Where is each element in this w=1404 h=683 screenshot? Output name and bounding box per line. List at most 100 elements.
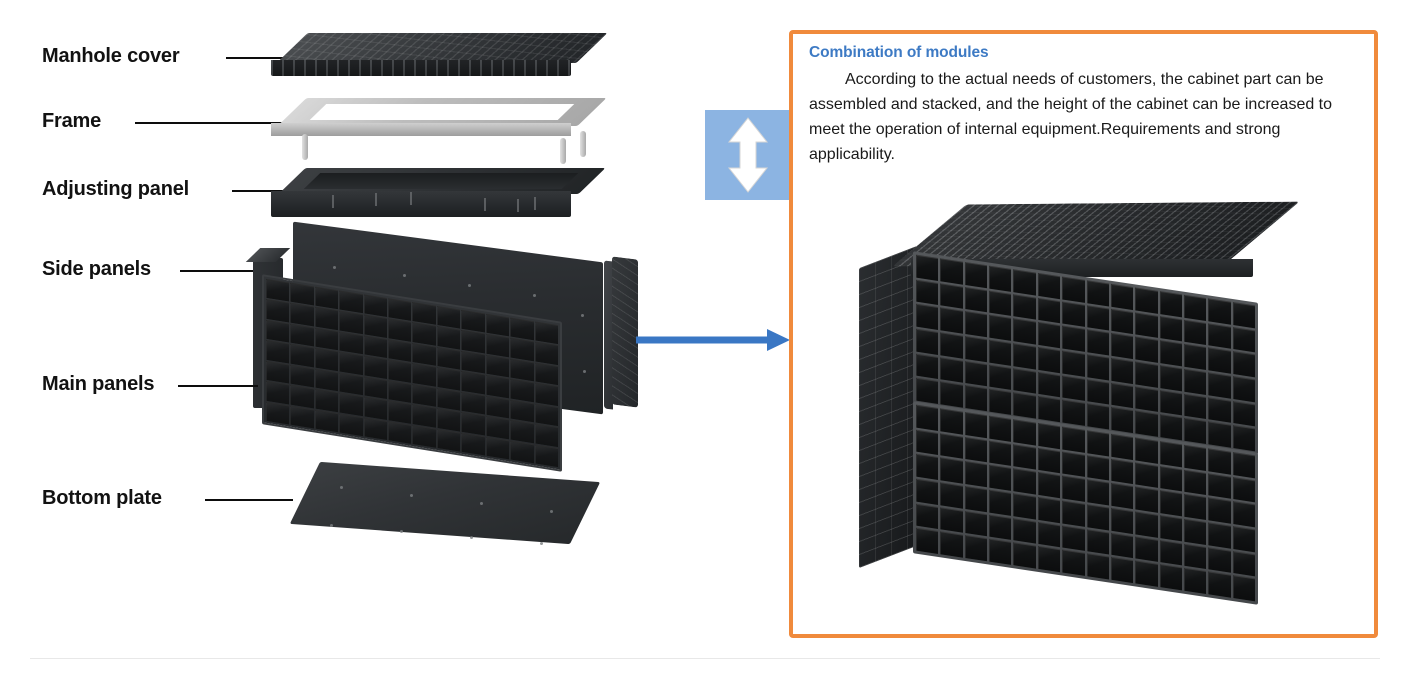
grid-cell	[1086, 280, 1109, 307]
grid-cell	[916, 254, 939, 281]
grid-cell	[1159, 291, 1182, 318]
grid-cell	[1183, 368, 1207, 395]
grid-cell	[1037, 297, 1061, 324]
grid-cell	[1183, 344, 1207, 371]
grid-cell	[1135, 386, 1158, 413]
grid-cell	[1037, 272, 1061, 299]
grid-cell	[363, 396, 388, 420]
grid-cell	[1159, 365, 1182, 392]
grid-cell	[1159, 539, 1182, 566]
grid-cell	[1062, 525, 1085, 552]
grid-cell	[1013, 468, 1036, 495]
grid-cell	[1037, 346, 1061, 373]
grid-cell	[1232, 501, 1255, 528]
grid-cell	[1183, 418, 1207, 445]
grid-cell	[940, 457, 963, 484]
arrow-right-icon	[634, 325, 794, 355]
grid-cell	[363, 335, 388, 359]
grid-cell	[388, 339, 412, 363]
grid-cell	[989, 290, 1012, 317]
grid-cell	[436, 305, 461, 330]
grid-cell	[412, 383, 436, 407]
grid-cell	[916, 453, 939, 480]
grid-cell	[412, 404, 436, 428]
part-adjusting-panel	[271, 168, 606, 240]
grid-cell	[1110, 532, 1134, 559]
grid-cell	[1208, 522, 1231, 549]
grid-cell	[412, 424, 436, 448]
grid-cell	[266, 360, 290, 384]
grid-cell	[1183, 393, 1207, 420]
grid-cell	[1062, 500, 1085, 527]
grid-cell	[1159, 490, 1182, 517]
label-bottom-plate: Bottom plate	[42, 487, 162, 509]
grid-cell	[290, 303, 314, 327]
part-back-panel	[293, 221, 613, 417]
grid-cell	[964, 360, 988, 387]
grid-cell	[1159, 340, 1182, 367]
label-adjusting-panel: Adjusting panel	[42, 178, 190, 200]
grid-cell	[1062, 549, 1085, 576]
grid-cell	[1110, 308, 1134, 335]
grid-cell	[1183, 444, 1207, 471]
grid-cell	[964, 286, 988, 313]
grid-cell	[1135, 361, 1158, 388]
grid-cell	[485, 395, 510, 419]
grid-cell	[1037, 447, 1061, 474]
grid-cell	[314, 307, 339, 331]
grid-cell	[290, 344, 314, 368]
grid-cell	[916, 279, 939, 306]
grid-cell	[1159, 564, 1182, 591]
grid-cell	[989, 339, 1012, 366]
grid-cell	[940, 282, 963, 309]
grid-cell	[1232, 326, 1255, 353]
grid-cell	[1013, 343, 1036, 370]
grid-cell	[1232, 351, 1255, 378]
grid-cell	[388, 379, 412, 404]
grid-cell	[1086, 403, 1109, 430]
grid-cell	[1086, 304, 1109, 331]
grid-cell	[412, 302, 436, 326]
grid-cell	[461, 391, 485, 415]
grid-cell	[461, 330, 485, 354]
grid-cell	[510, 440, 534, 464]
grid-cell	[1232, 525, 1255, 552]
grid-cell	[461, 350, 485, 374]
grid-cell	[485, 334, 510, 358]
grid-cell	[1037, 472, 1061, 499]
label-frame: Frame	[42, 110, 102, 132]
grid-cell	[1013, 318, 1036, 345]
grid-cell	[314, 327, 339, 351]
grid-cell	[339, 392, 363, 416]
grid-cell	[989, 489, 1012, 516]
grid-cell	[1183, 568, 1207, 595]
grid-cell	[339, 351, 363, 375]
grid-cell	[1037, 371, 1061, 398]
grid-cell	[989, 514, 1012, 541]
grid-cell	[1183, 319, 1207, 346]
grid-cell	[1135, 536, 1158, 563]
grid-cell	[940, 381, 963, 408]
grid-cell	[461, 432, 485, 456]
grid-cell	[290, 405, 314, 429]
grid-cell	[964, 510, 988, 537]
grid-cell	[1013, 367, 1036, 394]
grid-cell	[1086, 378, 1109, 405]
callout-box: Combination of modules According to the …	[789, 30, 1378, 638]
grid-cell	[339, 310, 363, 335]
grid-cell	[1208, 323, 1231, 350]
grid-cell	[510, 317, 534, 341]
grid-cell	[1135, 336, 1158, 363]
grid-cell	[964, 461, 988, 488]
grid-cell	[1159, 315, 1182, 342]
grid-cell	[314, 388, 339, 412]
grid-cell	[1110, 433, 1134, 460]
grid-cell	[964, 311, 988, 338]
grid-cell	[1159, 389, 1182, 416]
grid-cell	[363, 416, 388, 441]
callout-body-text: According to the actual needs of custome…	[809, 71, 1333, 163]
grid-cell	[1232, 375, 1255, 402]
grid-cell	[510, 399, 534, 423]
grid-cell	[1037, 422, 1061, 449]
